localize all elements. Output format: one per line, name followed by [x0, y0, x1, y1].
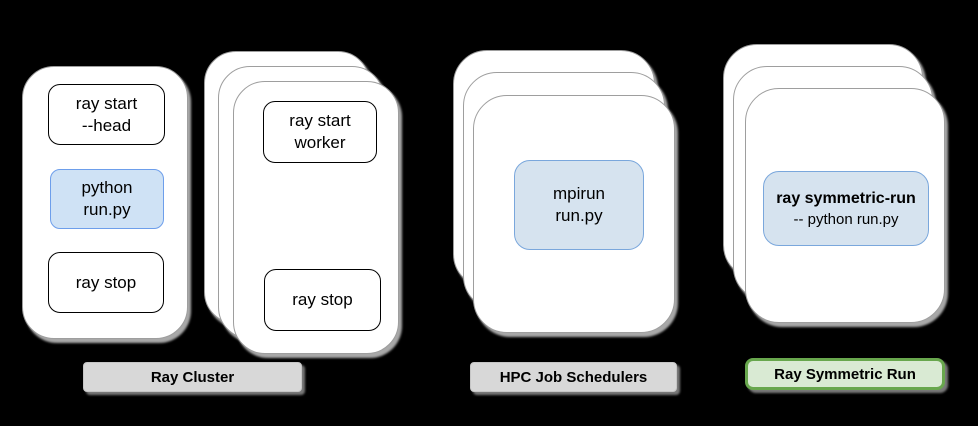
- label-text: Ray Symmetric Run: [774, 365, 916, 383]
- command-box-ray-symmetric-run: ray symmetric-run -- python run.py: [763, 171, 929, 246]
- label-text: HPC Job Schedulers: [499, 368, 648, 386]
- label-ray-cluster: Ray Cluster: [83, 362, 302, 392]
- command-line-bold: ray symmetric-run: [776, 189, 916, 207]
- command-box-ray-start-head: ray start --head: [48, 84, 165, 145]
- command-line: --head: [81, 115, 132, 135]
- command-line: ray stop: [75, 272, 137, 292]
- label-ray-symmetric-run: Ray Symmetric Run: [745, 358, 945, 390]
- symmetric-card-front: ray symmetric-run -- python run.py: [745, 88, 945, 323]
- command-line: ray start: [289, 111, 351, 130]
- command-box-python-run: python run.py: [50, 169, 164, 229]
- worker-node-card-front: ray start worker ray stop: [233, 81, 399, 354]
- command-box-ray-stop-worker: ray stop: [264, 269, 381, 331]
- head-node-card: ray start --head python run.py ray stop: [22, 66, 188, 339]
- command-line: worker: [294, 133, 346, 152]
- command-line: -- python run.py: [793, 210, 899, 228]
- label-text: Ray Cluster: [150, 368, 235, 386]
- command-line: ray stop: [292, 290, 353, 309]
- command-line: python: [81, 178, 133, 197]
- label-hpc-job-schedulers: HPC Job Schedulers: [470, 362, 677, 392]
- command-line: run.py: [555, 206, 603, 225]
- command-line: mpirun: [553, 184, 605, 203]
- command-box-ray-stop: ray stop: [48, 252, 164, 313]
- command-box-ray-start-worker: ray start worker: [263, 101, 377, 163]
- command-line: run.py: [83, 200, 131, 219]
- hpc-card-front: mpirun run.py: [473, 95, 675, 333]
- command-line: ray start: [75, 93, 138, 113]
- command-box-mpirun-run: mpirun run.py: [514, 160, 644, 250]
